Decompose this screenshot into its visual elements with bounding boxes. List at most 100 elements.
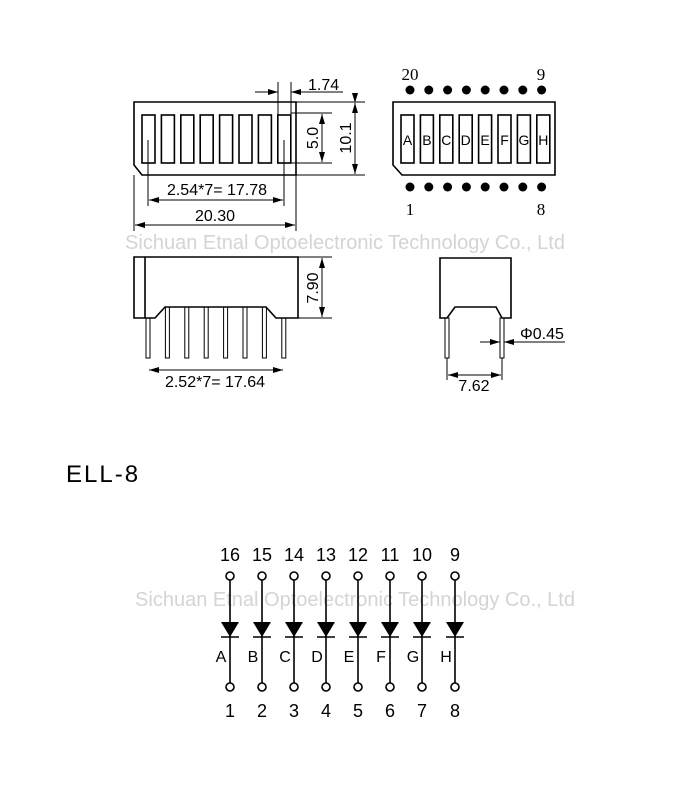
segment-letter: H xyxy=(440,649,452,666)
segment-letter: G xyxy=(518,132,529,148)
pin-dot xyxy=(518,182,528,192)
diode-icon xyxy=(317,622,335,637)
led-segment xyxy=(535,114,551,164)
pin-dot xyxy=(461,182,471,192)
pin-dot xyxy=(499,85,509,95)
segment-letter: D xyxy=(461,132,471,148)
led-segment xyxy=(477,114,493,164)
terminal-circle xyxy=(353,682,363,692)
led-segment xyxy=(180,114,195,164)
pin-dot xyxy=(424,85,434,95)
pin-lead xyxy=(223,306,229,359)
led-segment xyxy=(141,114,156,164)
terminal-circle xyxy=(417,682,427,692)
top-pin-number: 14 xyxy=(284,545,304,565)
led-segment xyxy=(438,114,454,164)
terminal-circle xyxy=(417,571,427,581)
dim-pitch-side: 2.52*7= 17.64 xyxy=(165,374,265,391)
diode-icon xyxy=(221,622,239,637)
model-title: ELL-8 xyxy=(66,461,140,488)
pin-lead xyxy=(261,306,267,359)
segment-letter: E xyxy=(344,649,355,666)
pin-20-label: 20 xyxy=(402,65,419,84)
pin-dot xyxy=(480,182,490,192)
led-segment xyxy=(458,114,474,164)
top-pin-number: 12 xyxy=(348,545,368,565)
diode-icon xyxy=(253,622,271,637)
led-segment xyxy=(160,114,176,164)
pin-dot xyxy=(461,85,471,95)
pin-lead xyxy=(281,317,287,359)
segment-letter: D xyxy=(311,649,323,666)
dim-width: 20.30 xyxy=(195,208,235,225)
dim-5-0: 5.0 xyxy=(305,127,322,149)
bottom-pin-number: 4 xyxy=(321,701,331,721)
terminal-circle xyxy=(321,571,331,581)
segment-letter: A xyxy=(216,649,227,666)
led-segment xyxy=(516,114,532,164)
terminal-circle xyxy=(450,571,460,581)
segment-letter: E xyxy=(480,132,489,148)
terminal-circle xyxy=(385,571,395,581)
top-pin-number: 9 xyxy=(450,545,460,565)
pin-9-label: 9 xyxy=(537,65,546,84)
dim-1-74: 1.74 xyxy=(308,77,339,94)
pin-dot xyxy=(518,85,528,95)
diode-icon xyxy=(285,622,303,637)
pin-dot xyxy=(537,85,547,95)
segment-letter: H xyxy=(538,132,548,148)
pin-dot xyxy=(537,182,547,192)
dim-10-1: 10.1 xyxy=(338,122,355,153)
pin-dot xyxy=(405,182,415,192)
pin-8-label: 8 xyxy=(537,200,546,219)
dim-pitch-top: 2.54*7= 17.78 xyxy=(167,182,267,199)
led-segment xyxy=(238,114,253,164)
top-pin-number: 10 xyxy=(412,545,432,565)
pin-dot xyxy=(443,85,453,95)
top-pin-number: 15 xyxy=(252,545,272,565)
top-view: 1.74 2.54*7= 17.78 20.30 5.0 10.1 xyxy=(133,77,365,231)
watermark-1: Sichuan Etnal Optoelectronic Technology … xyxy=(125,232,565,254)
terminal-circle xyxy=(257,571,267,581)
bottom-pin-number: 7 xyxy=(417,701,427,721)
bottom-pin-number: 3 xyxy=(289,701,299,721)
terminal-circle xyxy=(450,682,460,692)
pin-lead xyxy=(203,306,209,359)
terminal-circle xyxy=(289,571,299,581)
segment-letter: C xyxy=(279,649,291,666)
diode-icon xyxy=(349,622,367,637)
pin-1-label: 1 xyxy=(406,200,415,219)
top-pin-number: 13 xyxy=(316,545,336,565)
dim-pin-diameter: Φ0.45 xyxy=(520,326,564,343)
led-segment xyxy=(419,114,435,164)
bottom-pin-number: 1 xyxy=(225,701,235,721)
pin-dot xyxy=(405,85,415,95)
segment-letter: B xyxy=(248,649,259,666)
terminal-circle xyxy=(225,682,235,692)
watermark-2: Sichuan Etnal Optoelectronic Technology … xyxy=(135,589,575,611)
pin-dot xyxy=(424,182,434,192)
terminal-circle xyxy=(225,571,235,581)
segment-letter: G xyxy=(407,649,419,666)
segment-letter: A xyxy=(403,132,413,148)
led-segment xyxy=(276,114,292,164)
led-segment xyxy=(497,114,512,164)
top-pin-number: 16 xyxy=(220,545,240,565)
bottom-pin-number: 6 xyxy=(385,701,395,721)
diode-icon xyxy=(413,622,431,637)
bottom-pin-number: 5 xyxy=(353,701,363,721)
led-segment xyxy=(218,114,234,164)
terminal-circle xyxy=(257,682,267,692)
side-view: 7.90 2.52*7= 17.64 xyxy=(133,256,332,391)
diode-icon xyxy=(381,622,399,637)
end-view: Φ0.45 7.62 xyxy=(439,257,565,395)
segment-letter: F xyxy=(500,132,509,148)
led-segment xyxy=(257,114,273,164)
terminal-circle xyxy=(321,682,331,692)
pin-dot xyxy=(480,85,490,95)
dim-7-90: 7.90 xyxy=(305,272,322,303)
terminal-circle xyxy=(289,682,299,692)
